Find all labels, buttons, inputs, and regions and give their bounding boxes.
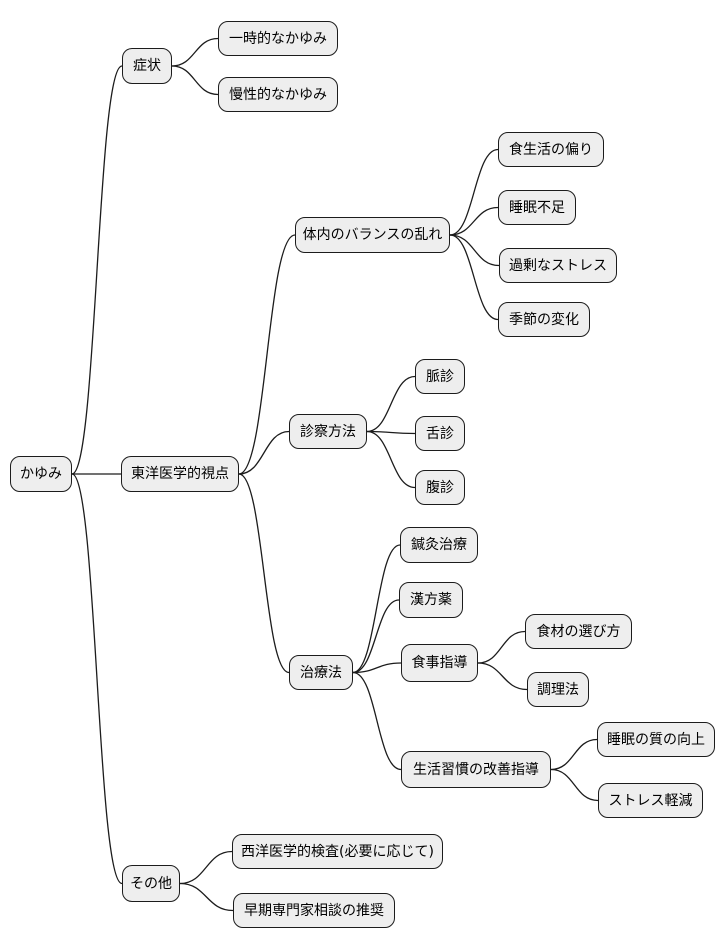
node-temporary-itch[interactable]: 一時的なかゆみ: [218, 21, 338, 56]
node-tongue-diagnosis[interactable]: 舌診: [415, 416, 465, 451]
connector-treatment-kampo: [352, 599, 400, 674]
node-ingredient-selection[interactable]: 食材の選び方: [525, 614, 632, 649]
node-cooking-methods[interactable]: 調理法: [527, 672, 589, 707]
node-acupuncture-treatment[interactable]: 鍼灸治療: [400, 527, 478, 563]
connector-lifestyle-stress-reduction: [550, 768, 599, 802]
connector-examination-pulse: [366, 375, 416, 433]
node-symptoms[interactable]: 症状: [122, 48, 172, 84]
connector-others-early-consultation: [179, 882, 234, 912]
node-stress-reduction[interactable]: ストレス軽減: [598, 783, 703, 818]
node-diet-imbalance[interactable]: 食生活の偏り: [498, 132, 604, 167]
connector-balance-diet-imbalance: [449, 148, 499, 236]
connector-examination-tongue: [366, 430, 416, 435]
node-kampo-medicine[interactable]: 漢方薬: [399, 582, 463, 618]
node-sleep-deprivation[interactable]: 睡眠不足: [498, 190, 576, 225]
connector-others-western-tests: [179, 850, 233, 885]
node-eastern-medicine-perspective[interactable]: 東洋医学的視点: [121, 456, 239, 492]
connector-balance-sleep-deprivation: [449, 206, 499, 236]
connector-diet-cooking: [477, 662, 528, 691]
connector-treatment-lifestyle: [352, 671, 402, 771]
connector-treatment-diet-guidance: [352, 662, 402, 674]
node-treatment-methods[interactable]: 治療法: [289, 655, 353, 690]
connector-diet-ingredients: [477, 630, 526, 664]
connector-balance-seasonal-change: [449, 234, 499, 321]
node-others[interactable]: その他: [122, 865, 180, 902]
node-root-itching[interactable]: かゆみ: [10, 456, 72, 492]
node-diet-guidance[interactable]: 食事指導: [401, 644, 478, 682]
node-abdominal-diagnosis[interactable]: 腹診: [415, 470, 465, 505]
node-lifestyle-improvement-guidance[interactable]: 生活習慣の改善指導: [401, 751, 551, 788]
connector-eastern-examination: [238, 430, 290, 475]
connector-balance-excess-stress: [449, 234, 500, 267]
connector-root-symptoms: [71, 65, 123, 475]
node-early-expert-consultation[interactable]: 早期専門家相談の推奨: [233, 893, 395, 928]
connector-root-others: [71, 473, 123, 885]
connector-eastern-balance: [238, 234, 296, 475]
node-internal-balance-disturbance[interactable]: 体内のバランスの乱れ: [295, 217, 450, 253]
node-sleep-quality-improvement[interactable]: 睡眠の質の向上: [597, 722, 715, 757]
connector-symptoms-chronic-itch: [171, 65, 219, 96]
node-western-medical-tests[interactable]: 西洋医学的検査(必要に応じて): [232, 834, 443, 869]
connector-examination-abdomen: [366, 430, 416, 489]
connector-symptoms-temporary-itch: [171, 37, 219, 67]
node-examination-methods[interactable]: 診察方法: [289, 414, 367, 449]
connector-eastern-treatment: [238, 473, 290, 674]
node-seasonal-change[interactable]: 季節の変化: [498, 302, 590, 337]
connector-treatment-acupuncture: [352, 544, 401, 674]
connector-lifestyle-sleep-quality: [550, 738, 598, 771]
node-pulse-diagnosis[interactable]: 脈診: [415, 359, 465, 394]
node-excess-stress[interactable]: 過剰なストレス: [499, 248, 617, 283]
node-chronic-itch[interactable]: 慢性的なかゆみ: [218, 77, 338, 112]
